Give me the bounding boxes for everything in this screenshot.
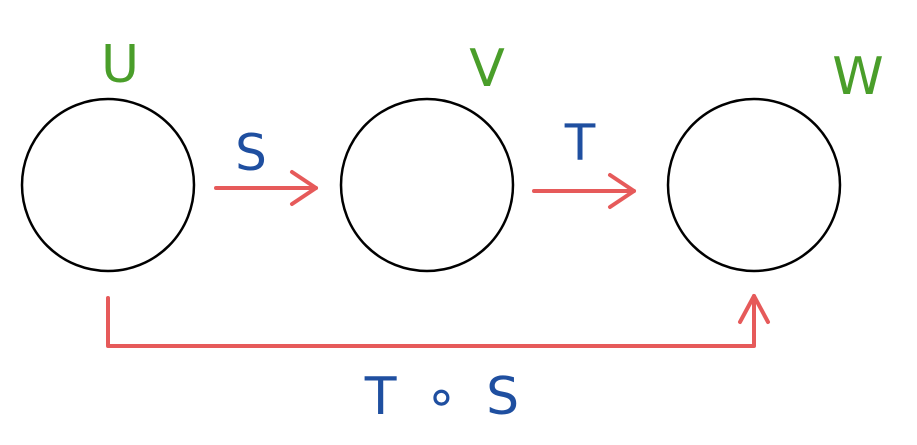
map-arrow-s xyxy=(214,170,318,206)
space-label-v: V xyxy=(469,39,505,99)
map-arrow-t xyxy=(532,173,636,209)
space-node-w xyxy=(666,97,842,273)
space-node-v xyxy=(339,97,515,273)
space-node-u xyxy=(20,97,196,273)
space-label-w: W xyxy=(832,47,883,107)
map-label-composite: T ∘ S xyxy=(364,367,525,427)
map-label-t: T xyxy=(564,114,596,172)
map-arrow-composite xyxy=(106,294,770,348)
map-label-s: S xyxy=(235,124,267,182)
space-label-u: U xyxy=(101,35,139,95)
